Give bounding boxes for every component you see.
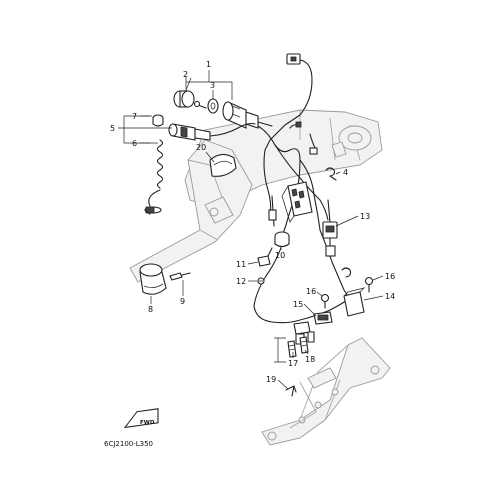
bottom-bracket-outline — [261, 337, 391, 446]
fwd-label: FWD — [140, 420, 155, 426]
relay-bracket — [281, 181, 313, 223]
part-13-connector — [322, 199, 338, 257]
diagram-code: 6CJ2100-L350 — [104, 440, 153, 448]
part-9-screw — [169, 272, 191, 281]
part-17-terminal — [287, 340, 297, 358]
part-11-clip — [257, 247, 273, 267]
callout-16-right: 16 — [385, 272, 395, 281]
callout-1: 1 — [206, 60, 211, 69]
callout-2: 2 — [183, 70, 188, 79]
part-4-clip — [325, 167, 337, 181]
callout-18: 18 — [305, 355, 315, 364]
part-18-terminal — [299, 336, 309, 354]
callout-17: 17 — [288, 359, 298, 368]
steering-handle-outline — [129, 109, 383, 283]
top-connector — [264, 53, 313, 151]
part-19-clip — [285, 385, 297, 397]
callout-13: 13 — [360, 212, 370, 221]
part-20-cover — [209, 153, 237, 177]
leader-lines — [118, 70, 384, 390]
part-10-sensor — [268, 195, 290, 248]
callout-8: 8 — [148, 305, 153, 314]
callout-14: 14 — [385, 292, 395, 301]
callout-20: 20 — [196, 143, 206, 152]
switch-assembly — [173, 90, 273, 129]
callout-5: 5 — [110, 124, 115, 133]
callout-10: 10 — [275, 251, 285, 260]
fwd-arrow: FWD — [123, 408, 159, 429]
callout-numbers: 1 2 3 4 5 6 7 8 9 10 11 12 13 14 15 16 1… — [110, 60, 395, 384]
callout-7: 7 — [132, 112, 137, 121]
callout-19: 19 — [266, 375, 276, 384]
callout-16-mid: 16 — [306, 287, 316, 296]
callout-4: 4 — [343, 168, 348, 177]
callout-12: 12 — [236, 277, 246, 286]
part-8-knob — [139, 263, 167, 295]
callout-11: 11 — [236, 260, 246, 269]
callout-15: 15 — [293, 300, 303, 309]
callout-9: 9 — [180, 297, 185, 306]
part-16-screws — [320, 276, 374, 309]
part-14-relay — [341, 267, 366, 317]
callout-3: 3 — [210, 81, 215, 90]
callout-6: 6 — [132, 139, 137, 148]
stop-switch-assembly — [144, 114, 256, 215]
part-12-screw — [257, 277, 265, 285]
